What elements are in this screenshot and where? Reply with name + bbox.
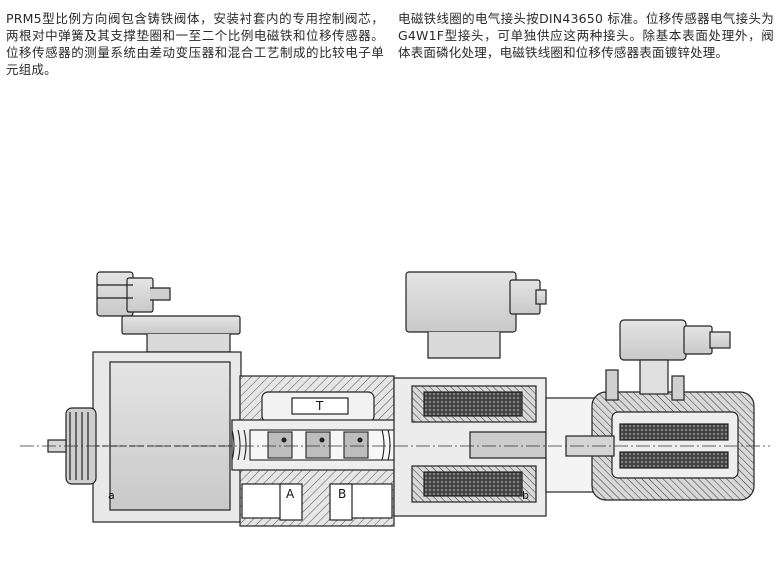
left-solenoid-housing [92,351,242,523]
valve-cross-section-drawing: a b T A B [20,271,770,527]
port-a-label: A [286,487,295,501]
label-b: b [522,489,529,502]
intro-right-paragraph: 电磁铁线圈的电气接头按DIN43650 标准。位移传感器电气接头为G4W1F型接… [398,10,774,61]
intro-left-paragraph: PRM5型比例方向阀包含铸铁阀体，安装衬套内的专用控制阀芯，两根对中弹簧及其支撑… [6,10,384,78]
right-solenoid-coil [393,377,547,517]
transducer-connector [605,319,731,401]
spool-assembly [231,429,401,461]
intro-right-text: 电磁铁线圈的电气接头按DIN43650 标准。位移传感器电气接头为G4W1F型接… [398,11,774,60]
intro-left-text: PRM5型比例方向阀包含铸铁阀体，安装衬套内的专用控制阀芯，两根对中弹簧及其支撑… [6,11,384,77]
label-a: a [108,489,115,502]
port-t-label: T [315,399,324,413]
left-connector-plug [96,271,241,353]
port-b-label: B [338,487,346,501]
right-connector-plug [405,271,547,359]
position-transducer [545,391,755,501]
